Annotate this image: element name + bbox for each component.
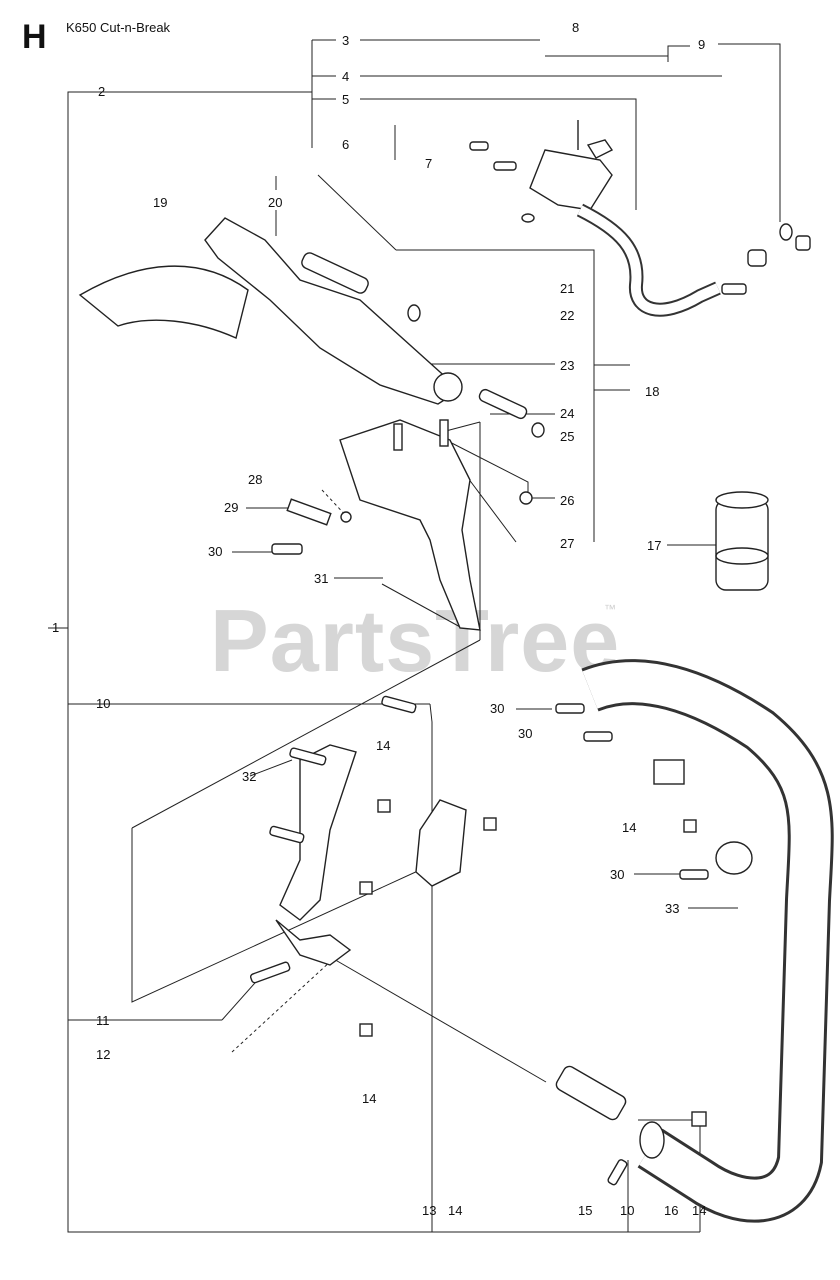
callout-label-25: 25: [560, 429, 574, 444]
watermark: PartsTree: [210, 591, 621, 690]
callout-label-12: 12: [96, 1047, 110, 1062]
water-hose-assembly: [469, 120, 811, 317]
callout-label-30: 30: [610, 867, 624, 882]
callout-label-32: 32: [242, 769, 256, 784]
diagram-title: K650 Cut-n-Break: [66, 20, 171, 35]
callout-label-30: 30: [518, 726, 532, 741]
callout-label-27: 27: [560, 536, 574, 551]
callout-label-13: 13: [422, 1203, 436, 1218]
callout-label-29: 29: [224, 500, 238, 515]
callout-label-10: 10: [96, 696, 110, 711]
callout-label-19: 19: [153, 195, 167, 210]
callout-label-18: 18: [645, 384, 659, 399]
callout-label-30: 30: [490, 701, 504, 716]
callout-label-2: 2: [98, 84, 105, 99]
leader-lines: [48, 39, 781, 1233]
callout-label-3: 3: [342, 33, 349, 48]
section-letter: H: [22, 18, 47, 56]
callout-label-1: 1: [52, 620, 59, 635]
callout-label-11: 11: [96, 1013, 110, 1028]
callout-label-28: 28: [248, 472, 262, 487]
callout-label-14: 14: [362, 1091, 376, 1106]
callout-label-8: 8: [572, 20, 579, 35]
front-handle-part: [555, 659, 834, 1223]
callout-label-4: 4: [342, 69, 349, 84]
top-handle-part: [78, 217, 463, 405]
callout-label-16: 16: [664, 1203, 678, 1218]
callout-label-9: 9: [698, 37, 705, 52]
callout-label-17: 17: [647, 538, 661, 553]
callout-label-14: 14: [376, 738, 390, 753]
callout-label-10: 10: [620, 1203, 634, 1218]
callout-label-5: 5: [342, 92, 349, 107]
callout-label-7: 7: [425, 156, 432, 171]
callout-label-6: 6: [342, 137, 349, 152]
handle-bracket-part: [271, 388, 545, 631]
callout-label-14: 14: [622, 820, 636, 835]
callout-label-24: 24: [560, 406, 574, 421]
callout-label-31: 31: [314, 571, 328, 586]
coupling-part: [715, 491, 769, 591]
callout-label-22: 22: [560, 308, 574, 323]
lower-brackets-part: [249, 695, 497, 1037]
callout-label-23: 23: [560, 358, 574, 373]
callout-label-20: 20: [268, 195, 282, 210]
callout-label-15: 15: [578, 1203, 592, 1218]
callout-label-21: 21: [560, 281, 574, 296]
callout-label-26: 26: [560, 493, 574, 508]
watermark-trademark: ™: [604, 602, 616, 616]
callout-label-14: 14: [692, 1203, 706, 1218]
callout-label-30: 30: [208, 544, 222, 559]
callout-label-14: 14: [448, 1203, 462, 1218]
callout-label-33: 33: [665, 901, 679, 916]
